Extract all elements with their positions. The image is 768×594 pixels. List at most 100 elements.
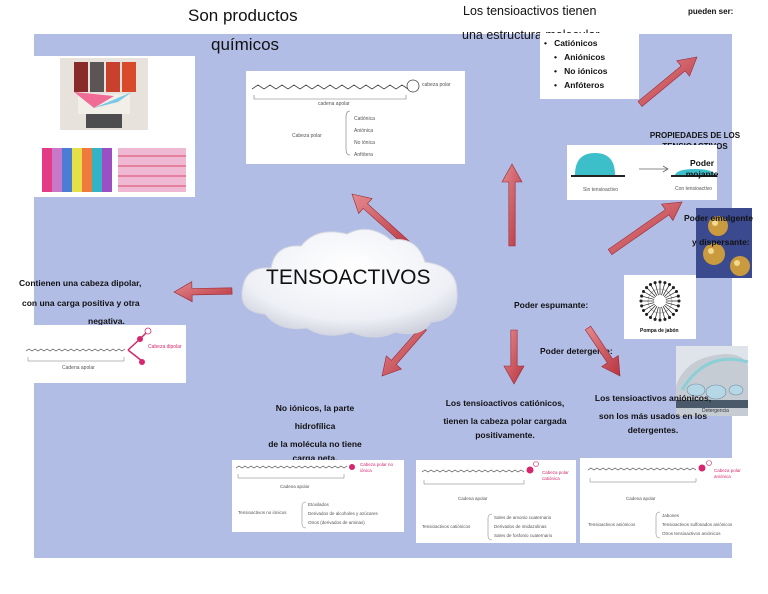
types-list-item-label: Catiónicos [554,38,598,48]
types-list-item: • Aniónicos [554,52,606,62]
bubble-surfactant-head [658,280,662,284]
molecule-type-item: No iónica [354,140,375,146]
cationic-head-label: Cabeza polar catiónica [542,470,569,481]
molecule-type-item: Catiónica [354,116,375,122]
bubble-surfactant-head [667,315,672,320]
arrow-to-non-ionic [381,325,427,377]
dipolar-text-line3: negativa. [88,316,125,326]
non-ionic-tail-label: Cadena apolar [280,484,310,489]
cationic-text: Los tensioactivos catiónicos, tienen la … [430,394,580,444]
cationic-text-line: tienen la cabeza polar cargada [443,416,567,426]
bubble-surfactant-line [665,303,676,311]
bubble-surfactant-head [676,304,680,308]
wetting-power-line: Poder [689,158,715,168]
bubble-surfactant-line [650,306,658,317]
cationic-text-line: positivamente. [475,430,535,440]
molecule-head-label: cabeza polar [422,82,451,88]
anionic-molecule-diagram [587,460,712,539]
bubble-surfactant-head [677,299,681,303]
bubble-surfactant-head [671,286,675,290]
cationic-item: Derivados de imidazolinas [494,524,547,529]
bubble-surfactant-head [640,294,644,298]
bubble-surfactant-line [650,285,658,296]
arrow-to-properties [607,201,683,256]
bubble-surfactant-line [644,291,655,299]
types-list-item: • Catiónicos [544,38,598,48]
soap-bubble-label: Pompa de jabón [640,328,679,334]
bubble-surfactant-head [663,281,667,285]
bubble-surfactant-head [676,294,680,298]
anionic-item: Tensioactivos sulfonados aniónicos [662,522,733,527]
bubble-surfactant-line [665,291,676,299]
molecule-type-item: Anfótera [354,152,373,158]
molecule-structure-diagram [251,79,420,156]
bubble-surfactant-head [653,317,657,321]
anionic-head-label: Cabeza polar aniónica [714,468,741,479]
center-cloud [241,228,458,338]
soap-bubble-card: Pompa de jabón [624,275,696,339]
anionic-item: Jabones [662,513,680,518]
title-products-line2: químicos [211,35,280,54]
bubble-surfactant-head [674,289,679,294]
cationic-group-label: Tensioactivos catiónicos [422,524,471,529]
bubble-surfactant-line [642,296,655,300]
bubble-surfactant-head [641,308,646,313]
bubble-surfactant-line [661,306,665,319]
non-ionic-text-line: de la molécula no tiene [268,439,362,449]
foaming-power-label: Poder espumante: [514,300,589,310]
textile-photos-image [42,58,186,192]
bubble-surfactant-head [640,304,644,308]
bubble-surfactant-line [647,288,657,298]
molecule-structure-card: cabeza polar cadena apolar Cabeza polar … [246,71,465,164]
non-ionic-text-line: hidrofílica [294,421,336,431]
molecule-type-item: Aniónica [354,128,374,134]
wetting-power-label: Poder mojante [672,158,732,180]
arrow-to-types [637,56,698,107]
arrow-to-cationic [503,329,525,385]
bubble-surfactant-line [647,304,657,314]
bubble-surfactant-line [655,283,659,296]
cationic-molecule-card: Cabeza polar catiónica Cadena apolar Ten… [416,460,576,543]
non-ionic-item: Otros (derivados de aminas) [308,520,365,525]
emulsion-image [696,208,752,278]
anionic-item: Otros tensioactivos aniónicos [662,531,721,536]
cationic-item: Sales de amonio cuaternario [494,515,552,520]
anionic-molecule-card: Cabeza polar aniónica Cadena apolar Tens… [580,458,745,543]
types-list-item-label: Aniónicos [564,52,606,62]
title-products-line1: Son productos [188,6,298,25]
textile-photos-card [34,56,195,197]
bubble-surfactant-head [663,317,667,321]
bubble-surfactant-line [642,302,655,306]
anionic-text-line: detergentes. [627,425,679,435]
bubble-surfactant-line [665,302,678,306]
bubble-surfactant-line [644,303,655,311]
detergency-illustration [676,354,749,416]
bubble-surfactant-head [641,289,646,294]
cationic-item: Sales de fosfonio cuaternario [494,533,553,538]
dipolar-text-line2: con una carga positiva y otra [22,298,140,308]
arrow-to-dipolar [173,281,233,303]
cationic-text-line: Los tensioactivos catiónicos, [445,398,565,408]
emulsion-droplets [703,216,750,276]
emulsion-power-line2: y dispersante: [692,237,750,247]
anionic-text: Los tensioactivos aniónicos, son los más… [578,389,728,439]
cationic-molecule-diagram [421,461,539,541]
anionic-text-line: son los más usados en los [598,411,708,421]
non-ionic-molecule-diagram [235,464,355,529]
properties-title-line: PROPIEDADES DE LOS [649,131,741,140]
dipolar-head-label: Cabeza dipolar [148,344,182,350]
bubble-surfactant-line [663,288,673,298]
anionic-group-label: Tensioactivos aniónicos [588,522,636,527]
non-ionic-item: Etoxilados [308,502,329,507]
wetting-with-label: Con tensioactivo [675,186,712,192]
anionic-text-line: Los tensioactivos aniónicos, [594,393,712,403]
bubble-surfactant-head [648,282,653,287]
detergent-power-label: Poder detergente: [540,346,613,356]
title-structure-line1: Los tensioactivos tienen [463,4,597,18]
non-ionic-text-line: carga neta. [292,453,338,463]
detergency-label: Detergencia [702,408,729,414]
types-list-item: • No iónicos [554,66,608,76]
non-ionic-text-line: No iónicos, la parte [275,403,355,413]
bubble-surfactant-head [667,282,672,287]
